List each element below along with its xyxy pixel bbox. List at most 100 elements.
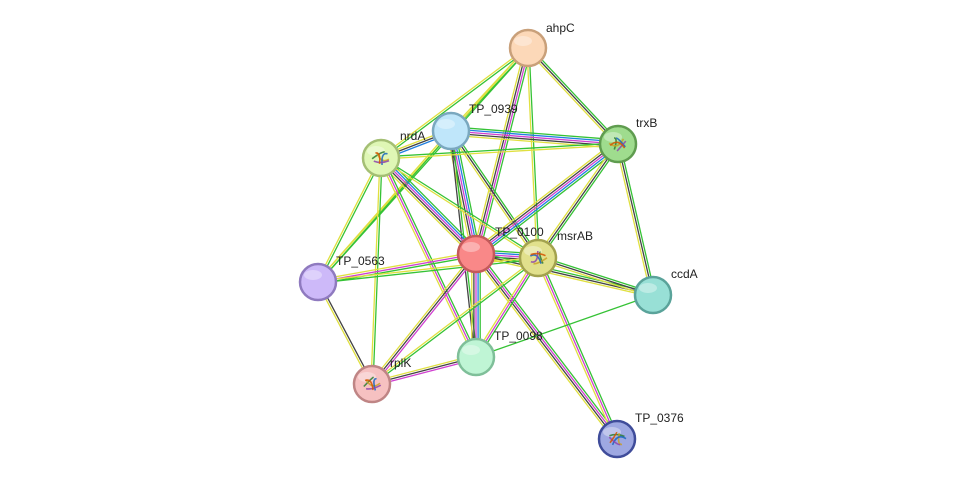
- edge-TP_0939-TP_0563[interactable]: [316, 129, 453, 284]
- edge-msrAB-rplK[interactable]: [370, 256, 540, 386]
- edge-evidence-line: [382, 156, 479, 357]
- edge-evidence-line: [537, 257, 618, 440]
- structure-ribbon: [364, 379, 374, 391]
- node-rplK[interactable]: rplK: [352, 356, 411, 404]
- node-msrAB[interactable]: msrAB: [518, 229, 593, 278]
- edge-evidence-line: [377, 160, 474, 258]
- node-TP_0098[interactable]: TP_0098: [456, 329, 543, 377]
- node-disc[interactable]: [456, 337, 496, 377]
- structure-ribbon: [609, 431, 618, 444]
- edge-evidence-line: [372, 254, 479, 386]
- edge-evidence-line: [380, 48, 530, 160]
- node-nrdA[interactable]: nrdA: [361, 129, 425, 178]
- edge-evidence-line: [450, 130, 619, 145]
- edge-evidence-line: [378, 158, 476, 257]
- edge-msrAB-TP_0563[interactable]: [317, 256, 539, 284]
- node-highlight: [514, 36, 532, 46]
- node-label: ccdA: [671, 267, 698, 281]
- node-TP_0376[interactable]: TP_0376: [597, 411, 684, 459]
- node-TP_0100[interactable]: TP_0100: [456, 225, 544, 274]
- edge-evidence-line: [369, 252, 476, 384]
- edge-evidence-line: [476, 252, 619, 440]
- edge-evidence-line: [371, 258, 540, 386]
- node-disc[interactable]: [431, 111, 471, 151]
- edge-evidence-line: [537, 255, 655, 294]
- node-disc[interactable]: [633, 275, 673, 315]
- structure-ribbon: [363, 376, 375, 388]
- node-highlight: [462, 345, 480, 355]
- edge-TP_0100-TP_0563[interactable]: [316, 251, 478, 285]
- edge-evidence-line: [450, 132, 619, 147]
- edge-evidence-line: [535, 258, 616, 441]
- edge-evidence-line: [472, 140, 617, 252]
- node-label: ahpC: [546, 21, 575, 35]
- edge-evidence-line: [318, 157, 383, 284]
- edge-evidence-line: [475, 143, 619, 255]
- structure-ribbon: [373, 160, 390, 164]
- node-disc[interactable]: [508, 28, 548, 68]
- structure-ribbon: [616, 140, 627, 152]
- structure-ribbon: [609, 433, 625, 438]
- node-disc[interactable]: [456, 234, 496, 274]
- node-label: TP_0939: [469, 102, 518, 116]
- edge-TP_0098-ccdA[interactable]: [475, 294, 654, 358]
- node-trxB[interactable]: trxB: [598, 116, 657, 164]
- edge-evidence-line: [537, 257, 654, 296]
- edge-layer: [316, 45, 656, 442]
- node-highlight: [462, 242, 480, 252]
- edge-nrdA-TP_0098[interactable]: [378, 156, 479, 359]
- edge-evidence-line: [379, 46, 529, 158]
- edge-evidence-line: [378, 158, 475, 359]
- edge-evidence-line: [475, 294, 654, 358]
- node-highlight: [437, 119, 455, 129]
- edge-nrdA-trxB[interactable]: [380, 142, 619, 160]
- edge-msrAB-TP_0098[interactable]: [473, 256, 541, 359]
- edge-trxB-ccdA[interactable]: [615, 142, 656, 297]
- edge-evidence-line: [448, 131, 537, 260]
- edge-TP_0100-TP_0376[interactable]: [472, 251, 621, 442]
- edge-evidence-line: [473, 256, 537, 357]
- edge-trxB-msrAB[interactable]: [535, 142, 621, 260]
- edge-nrdA-TP_0563[interactable]: [316, 156, 383, 284]
- edge-evidence-line: [371, 253, 477, 385]
- edge-evidence-line: [317, 258, 539, 284]
- structure-ribbon: [533, 257, 548, 265]
- protein-structure-icon: [529, 250, 548, 265]
- node-ahpC[interactable]: ahpC: [508, 21, 575, 68]
- edge-evidence-line: [450, 126, 619, 141]
- node-label: TP_0563: [336, 254, 385, 268]
- node-TP_0563[interactable]: TP_0563: [298, 254, 385, 302]
- edge-TP_0939-trxB[interactable]: [450, 126, 619, 149]
- edge-ahpC-nrdA[interactable]: [379, 46, 530, 160]
- edge-evidence-line: [615, 143, 652, 297]
- edge-evidence-line: [370, 157, 381, 385]
- edge-evidence-line: [528, 47, 540, 259]
- protein-structure-icon: [608, 137, 627, 152]
- node-ccdA[interactable]: ccdA: [633, 267, 698, 315]
- structure-ribbon: [611, 436, 627, 446]
- edge-TP_0100-rplK[interactable]: [369, 252, 479, 386]
- structure-ribbon: [371, 151, 385, 160]
- edge-evidence-line: [448, 130, 475, 256]
- edge-evidence-line: [381, 155, 479, 254]
- edge-trxB-TP_0100[interactable]: [472, 140, 622, 258]
- edge-ahpC-trxB[interactable]: [525, 45, 621, 147]
- edge-evidence-line: [380, 142, 619, 158]
- node-disc[interactable]: [298, 262, 338, 302]
- node-disc[interactable]: [361, 138, 401, 178]
- node-TP_0939[interactable]: TP_0939: [431, 102, 518, 151]
- edge-evidence-line: [536, 259, 654, 298]
- edge-msrAB-TP_0376[interactable]: [535, 256, 620, 441]
- edge-evidence-line: [380, 156, 540, 258]
- edge-nrdA-msrAB[interactable]: [379, 156, 540, 260]
- edge-evidence-line: [450, 130, 477, 255]
- node-disc[interactable]: [598, 124, 638, 164]
- edge-msrAB-ccdA[interactable]: [536, 255, 655, 298]
- edge-evidence-line: [535, 142, 617, 258]
- node-label: TP_0098: [494, 329, 543, 343]
- edge-ahpC-msrAB[interactable]: [526, 47, 540, 259]
- node-label: rplK: [390, 356, 411, 370]
- edge-evidence-line: [316, 156, 381, 283]
- edge-TP_0563-rplK[interactable]: [316, 280, 374, 386]
